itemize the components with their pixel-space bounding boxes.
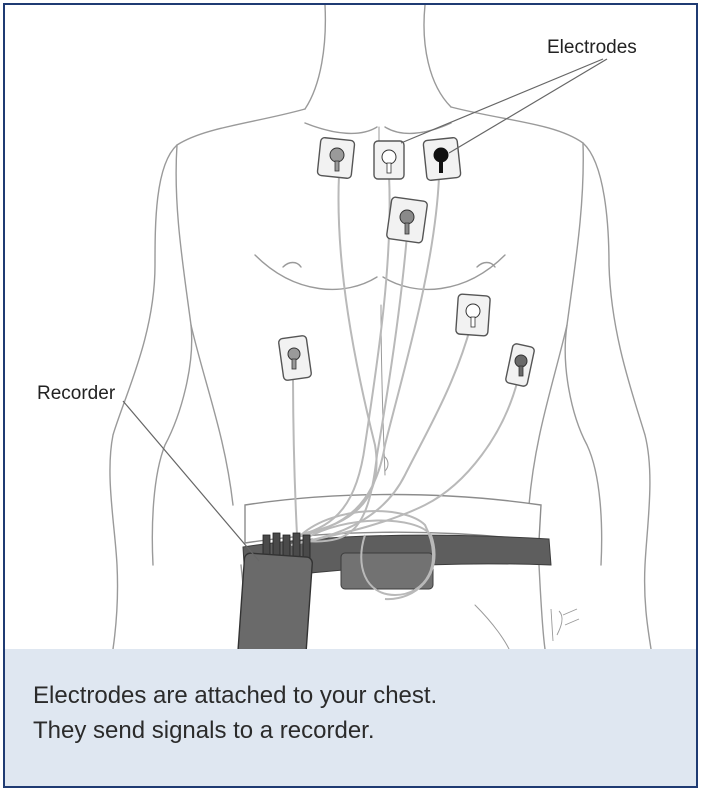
- caption-line-1: Electrodes are attached to your chest.: [33, 682, 437, 710]
- electrode-left-side: [278, 335, 312, 380]
- electrode-upper-left: [317, 137, 355, 178]
- figure-frame: Electrodes Recorder Electrodes are attac…: [3, 3, 698, 788]
- recorder-label: Recorder: [37, 383, 116, 404]
- caption-box: Electrodes are attached to your chest. T…: [5, 649, 696, 786]
- electrode-right-side: [505, 343, 535, 387]
- electrode-right-chest: [456, 294, 491, 336]
- recorder-leader-line: [123, 401, 259, 561]
- electrode-upper-center: [374, 141, 404, 179]
- holter-monitor-illustration: Electrodes Recorder: [5, 5, 696, 649]
- electrode-sternum: [386, 197, 427, 244]
- belt-clip: [341, 553, 433, 589]
- artist-signature: [551, 609, 579, 641]
- caption-line-2: They send signals to a recorder.: [33, 717, 375, 745]
- electrode-upper-right: [423, 137, 461, 180]
- electrodes-label: Electrodes: [547, 37, 637, 58]
